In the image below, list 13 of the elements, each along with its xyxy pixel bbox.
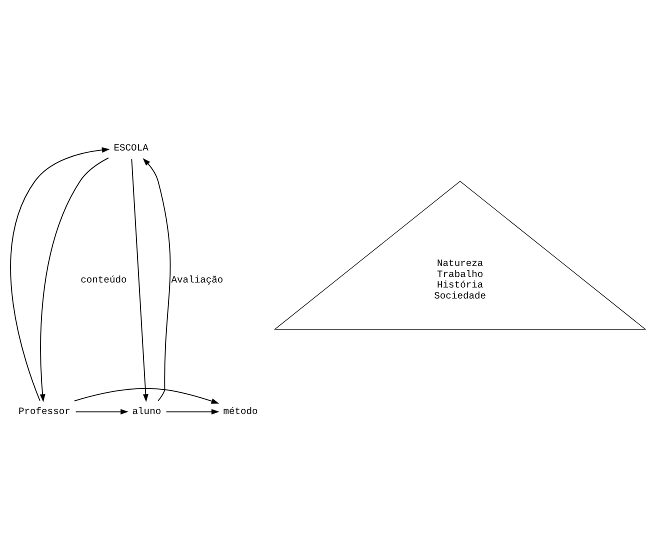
node-text: método [223,406,258,417]
edge-label: conteúdo [80,274,127,285]
arrow [10,146,110,401]
arrow [74,388,220,404]
node-text: Professor [18,406,70,417]
edge-label: Avaliação [171,274,224,285]
arrow [75,408,128,414]
arrow [131,158,148,402]
node-text: aluno [132,406,162,417]
arrow [166,408,220,414]
node-text: ESCOLA [114,142,148,154]
arrow [142,158,171,401]
arrow [40,156,109,402]
